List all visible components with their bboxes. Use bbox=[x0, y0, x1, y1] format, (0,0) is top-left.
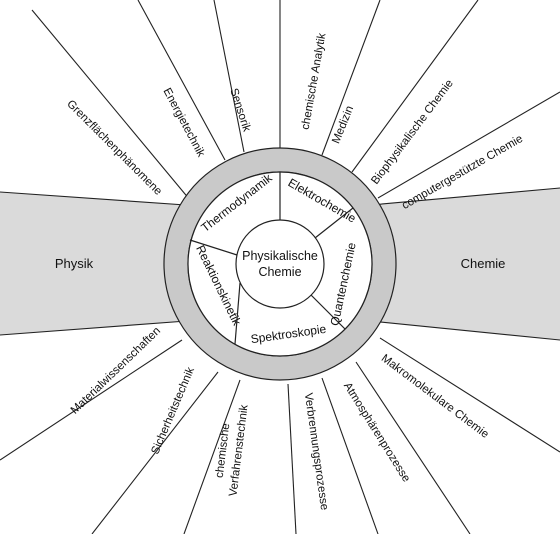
section-divider bbox=[314, 207, 354, 239]
field-chemische-verfahrenstechnik-line1: chemische bbox=[214, 423, 233, 479]
spoke bbox=[31, 9, 191, 201]
section-divider bbox=[189, 239, 238, 256]
section-divider bbox=[234, 282, 241, 345]
physik-band bbox=[0, 192, 200, 335]
chemie-band bbox=[360, 188, 560, 340]
side-label-chemie: Chemie bbox=[461, 256, 506, 271]
spoke bbox=[213, 0, 245, 153]
spoke bbox=[91, 371, 219, 534]
field-atmosphaerenprozesse: Atmosphärenprozesse bbox=[341, 380, 412, 484]
field-grenzflaechenphaenomene: Grenzflächenphänomene bbox=[64, 98, 164, 198]
spoke bbox=[137, 0, 226, 161]
field-verbrennungsprozesse: Verbrennungsprozesse bbox=[302, 392, 330, 511]
spoke bbox=[183, 379, 241, 534]
field-sicherheitstechnik: Sicherheitstechnik bbox=[149, 365, 197, 456]
spoke bbox=[359, 319, 560, 341]
section-divider bbox=[310, 294, 346, 330]
spoke bbox=[287, 383, 297, 534]
spoke bbox=[351, 0, 479, 173]
spoke bbox=[0, 339, 183, 461]
spoke bbox=[359, 187, 560, 207]
center-label-line1: Physikalische bbox=[242, 249, 318, 263]
field-energietechnik: Energietechnik bbox=[160, 86, 206, 159]
field-sensorik: Sensorik bbox=[227, 87, 252, 133]
field-materialwissenschaften: Materialwissenschaften bbox=[69, 325, 163, 417]
spoke bbox=[321, 377, 379, 534]
section-dividers bbox=[189, 172, 354, 345]
field-biophysikalische-chemie: Biophysikalische Chemie bbox=[369, 78, 456, 187]
side-label-physik: Physik bbox=[55, 256, 94, 271]
field-medizin: Medizin bbox=[330, 104, 356, 145]
spoke bbox=[355, 361, 471, 534]
field-chemische-verfahrenstechnik-line2: Verfahrenstechnik bbox=[227, 404, 250, 497]
spoke bbox=[379, 337, 560, 453]
spoke bbox=[0, 319, 201, 336]
center-label-line2: Chemie bbox=[258, 265, 301, 279]
spoke bbox=[321, 0, 381, 156]
field-makromolekulare-chemie: Makromolekulare Chemie bbox=[379, 352, 491, 440]
spoke bbox=[0, 191, 201, 207]
spoke bbox=[377, 91, 560, 199]
field-chemische-analytik: chemische Analytik bbox=[300, 32, 329, 131]
center-circle bbox=[235, 219, 325, 309]
